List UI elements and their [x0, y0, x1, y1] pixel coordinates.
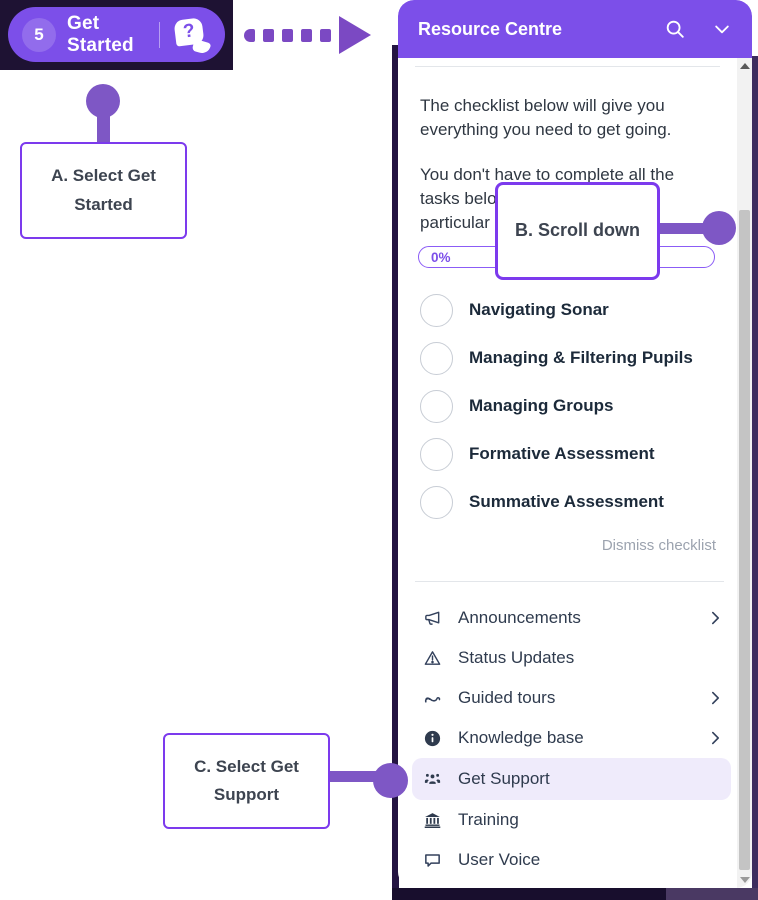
arrow-dash	[320, 28, 331, 42]
panel-title: Resource Centre	[418, 18, 563, 39]
scrollbar-thumb[interactable]	[739, 210, 750, 870]
bank-icon	[422, 811, 442, 830]
checklist-item-label: Managing & Filtering Pupils	[469, 348, 693, 367]
megaphone-icon	[422, 609, 442, 628]
arrow-dash	[282, 28, 293, 42]
menu-item-get-support[interactable]: Get Support	[412, 758, 731, 800]
chevron-right-icon	[710, 689, 721, 707]
arrow-dash	[244, 28, 255, 42]
checklist-item-summative-assessment[interactable]: Summative Assessment	[420, 478, 732, 526]
checkbox-circle[interactable]	[420, 293, 453, 327]
chevron-right-icon	[710, 729, 721, 747]
help-bubble-icon[interactable]: ?	[171, 14, 213, 56]
divider	[415, 66, 720, 67]
panel-frame-right	[752, 56, 758, 890]
resource-centre-body: Resource Centre The checklist below will…	[398, 0, 752, 888]
checklist-item-managing-groups[interactable]: Managing Groups	[420, 382, 732, 430]
get-started-button[interactable]: 5 Get Started ?	[8, 7, 225, 62]
menu-item-user-voice[interactable]: User Voice	[412, 840, 731, 880]
panel-frame-bottom-right	[666, 888, 758, 900]
dotted-arrow	[244, 16, 371, 54]
search-icon[interactable]	[664, 18, 686, 40]
callout-a-select-get-started: A. Select Get Started	[20, 142, 187, 239]
chevron-down-icon[interactable]	[712, 19, 732, 39]
users-icon	[422, 770, 442, 789]
divider	[415, 581, 724, 582]
info-icon	[422, 729, 442, 748]
connector-a-stem	[97, 110, 110, 146]
menu-item-status-updates[interactable]: Status Updates	[412, 638, 731, 678]
intro-paragraph-1: The checklist below will give you everyt…	[420, 96, 672, 140]
menu-item-guided-tours[interactable]: Guided tours	[412, 678, 731, 718]
menu-item-label: Status Updates	[458, 648, 575, 667]
callout-b-label: B. Scroll down	[514, 220, 640, 241]
menu-item-label: Training	[458, 810, 519, 829]
get-started-label: Get Started	[67, 12, 134, 56]
menu-item-announcements[interactable]: Announcements	[412, 598, 731, 638]
panel-frame-left	[392, 45, 399, 890]
checklist-item-label: Navigating Sonar	[469, 300, 609, 319]
checklist-item-label: Formative Assessment	[469, 444, 655, 463]
arrow-dash	[301, 28, 312, 42]
callout-a-label: A. Select Get Started	[51, 166, 156, 214]
callout-c-label: C. Select Get Support	[194, 756, 299, 804]
menu-item-label: Announcements	[458, 608, 581, 627]
get-started-capture-backdrop: 5 Get Started ?	[0, 0, 233, 70]
checklist-item-label: Summative Assessment	[469, 492, 664, 511]
resource-centre-panel: Resource Centre The checklist below will…	[392, 0, 758, 900]
arrow-dash	[263, 28, 274, 42]
route-icon	[422, 689, 442, 708]
checklist-item-formative-assessment[interactable]: Formative Assessment	[420, 430, 732, 478]
progress-percent-label: 0%	[431, 249, 451, 265]
checkbox-circle[interactable]	[420, 437, 453, 471]
callout-b-scroll-down: B. Scroll down	[495, 182, 660, 280]
checklist-item-navigating-sonar[interactable]: Navigating Sonar	[420, 286, 732, 334]
checkbox-circle[interactable]	[420, 485, 453, 519]
panel-scrollbar[interactable]	[737, 58, 752, 888]
checkbox-circle[interactable]	[420, 389, 453, 423]
connector-b-line	[656, 223, 706, 234]
menu-item-label: Knowledge base	[458, 728, 584, 747]
connector-b-dot	[702, 211, 736, 245]
menu-item-label: Guided tours	[458, 688, 556, 707]
menu-item-label: User Voice	[458, 850, 541, 869]
scrollbar-down-arrow[interactable]	[737, 872, 752, 888]
callout-c-select-get-support: C. Select Get Support	[163, 733, 330, 829]
resource-centre-menu: Announcements Status Updates	[412, 598, 731, 880]
pill-divider	[159, 21, 160, 48]
menu-item-knowledge-base[interactable]: Knowledge base	[412, 718, 731, 758]
connector-c-line	[328, 771, 380, 782]
arrow-head-icon	[339, 16, 371, 54]
menu-item-label: Get Support	[458, 769, 550, 788]
checkbox-circle[interactable]	[420, 341, 453, 375]
question-mark-icon: ?	[173, 16, 205, 47]
menu-item-training[interactable]: Training	[412, 800, 731, 840]
resource-centre-header: Resource Centre	[398, 0, 752, 58]
scrollbar-up-arrow[interactable]	[737, 58, 752, 74]
checklist-item-managing-filtering-pupils[interactable]: Managing & Filtering Pupils	[420, 334, 732, 382]
speech-bubble-icon	[422, 851, 442, 870]
checklist-item-label: Managing Groups	[469, 396, 614, 415]
warning-triangle-icon	[422, 649, 442, 668]
connector-c-dot	[373, 763, 408, 798]
onboarding-checklist: Navigating Sonar Managing & Filtering Pu…	[420, 286, 732, 526]
dismiss-checklist-link[interactable]: Dismiss checklist	[601, 537, 716, 554]
notification-count-badge: 5	[22, 17, 56, 52]
chevron-right-icon	[710, 609, 721, 627]
